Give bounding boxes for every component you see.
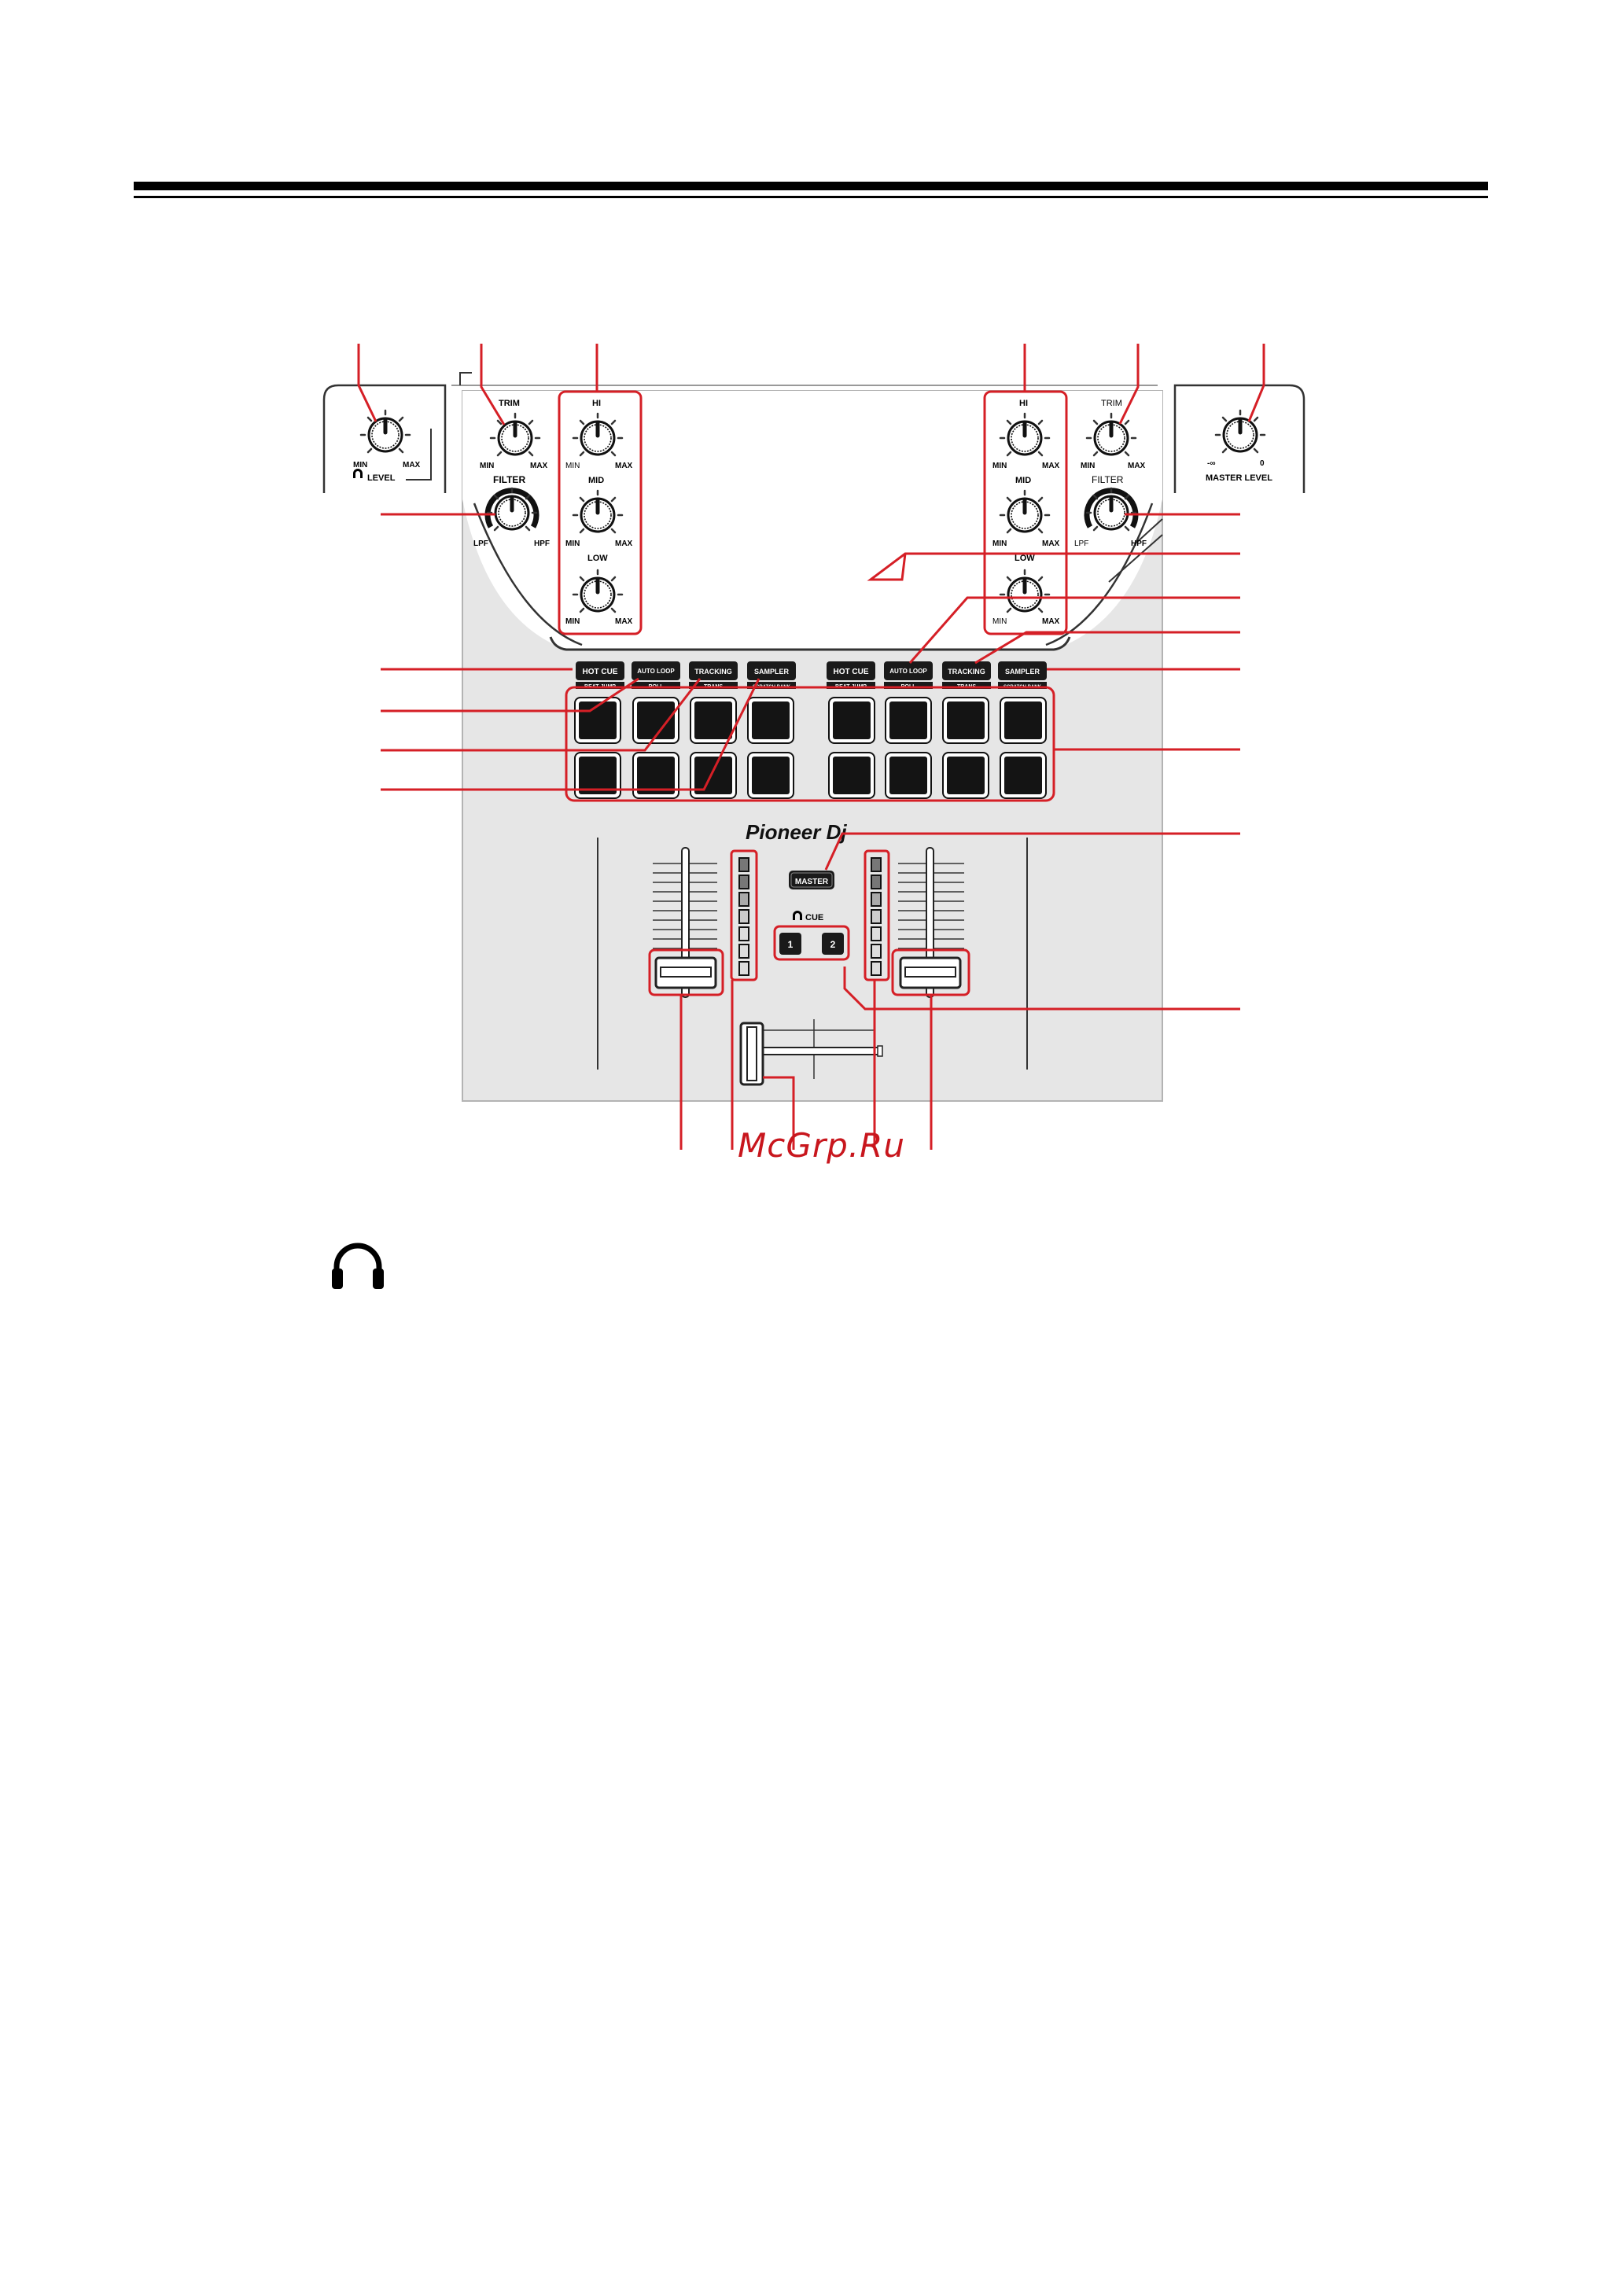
master-level-label: MASTER LEVEL bbox=[1206, 473, 1272, 483]
trim-label-right: TRIM bbox=[1101, 399, 1122, 408]
mid-label-left: MID bbox=[588, 476, 604, 485]
master-level-knob[interactable] bbox=[1216, 411, 1265, 452]
headphones-level-label: LEVEL bbox=[367, 473, 396, 483]
filter-hpf-left: HPF bbox=[534, 539, 550, 548]
performance-pad[interactable] bbox=[632, 752, 679, 799]
filter-label-right: FILTER bbox=[1092, 474, 1124, 485]
performance-pad[interactable] bbox=[1000, 697, 1047, 744]
sampler-button-right[interactable]: SAMPLER SCRATCH BANK bbox=[998, 661, 1047, 690]
master-cue-button[interactable]: MASTER bbox=[789, 871, 834, 889]
tracking-text-left: TRACKING bbox=[694, 668, 732, 676]
svg-text:MIN: MIN bbox=[353, 461, 367, 469]
level-meter-right bbox=[871, 857, 882, 976]
hot-cue-button-right[interactable]: HOT CUE BEAT JUMP bbox=[827, 661, 875, 690]
performance-pad[interactable] bbox=[1000, 752, 1047, 799]
headphones-level-knob[interactable] bbox=[361, 411, 410, 452]
mid-min-right: MIN bbox=[992, 539, 1007, 548]
performance-pad[interactable] bbox=[574, 752, 621, 799]
performance-pad[interactable] bbox=[885, 697, 932, 744]
pioneer-dj-logo: Pioneer Dj bbox=[746, 820, 847, 844]
low-label-right: LOW bbox=[1015, 554, 1035, 563]
auto-loop-text-right: AUTO LOOP bbox=[889, 668, 927, 675]
cue-2-text: 2 bbox=[830, 939, 836, 950]
master-text: MASTER bbox=[795, 878, 829, 886]
hi-label-right: HI bbox=[1019, 399, 1028, 408]
mid-label-right: MID bbox=[1015, 476, 1031, 485]
hi-min-left: MIN bbox=[565, 462, 580, 470]
svg-text:MAX: MAX bbox=[403, 461, 421, 469]
low-min-left: MIN bbox=[565, 617, 580, 626]
trim-min-right: MIN bbox=[1081, 462, 1095, 470]
level-meter-left bbox=[738, 857, 749, 976]
trim-max-right: MAX bbox=[1128, 462, 1146, 470]
hi-min-right: MIN bbox=[992, 462, 1007, 470]
performance-pad[interactable] bbox=[747, 752, 794, 799]
performance-pad[interactable] bbox=[885, 752, 932, 799]
header-rule-thick bbox=[134, 182, 1488, 190]
filter-hpf-right: HPF bbox=[1131, 539, 1147, 548]
filter-label-left: FILTER bbox=[493, 474, 525, 485]
mid-max-right: MAX bbox=[1042, 539, 1060, 548]
performance-pad[interactable] bbox=[942, 697, 989, 744]
performance-pad[interactable] bbox=[690, 752, 737, 799]
sampler-text-left: SAMPLER bbox=[754, 668, 790, 676]
hi-label-left: HI bbox=[592, 399, 601, 408]
tracking-button-left[interactable]: TRACKING TRANS bbox=[689, 661, 738, 690]
controller-body bbox=[322, 372, 1305, 1102]
low-min-right: MIN bbox=[992, 617, 1007, 626]
hi-max-left: MAX bbox=[615, 462, 633, 470]
master-level-min: -∞ bbox=[1207, 459, 1215, 468]
trim-min-left: MIN bbox=[480, 462, 494, 470]
low-max-right: MAX bbox=[1042, 617, 1060, 626]
hi-max-right: MAX bbox=[1042, 462, 1060, 470]
mid-min-left: MIN bbox=[565, 539, 580, 548]
sampler-text-right: SAMPLER bbox=[1005, 668, 1040, 676]
performance-pad[interactable] bbox=[828, 697, 875, 744]
auto-loop-text-left: AUTO LOOP bbox=[637, 668, 675, 675]
hot-cue-text-right: HOT CUE bbox=[834, 668, 869, 676]
low-label-left: LOW bbox=[587, 554, 608, 563]
trim-label-left: TRIM bbox=[499, 399, 520, 408]
cue-text: CUE bbox=[805, 913, 823, 922]
crossfader[interactable] bbox=[739, 1019, 883, 1086]
master-level-max: 0 bbox=[1260, 459, 1265, 468]
channel-fader-left[interactable] bbox=[653, 847, 717, 998]
filter-lpf-left: LPF bbox=[473, 539, 488, 548]
watermark-text: McGrp.Ru bbox=[738, 1126, 905, 1165]
auto-loop-button-right[interactable]: AUTO LOOP ROLL bbox=[884, 661, 933, 690]
hot-cue-text-left: HOT CUE bbox=[583, 668, 618, 676]
filter-lpf-right: LPF bbox=[1074, 539, 1088, 548]
channel-fader-right[interactable] bbox=[898, 847, 964, 998]
tracking-text-right: TRACKING bbox=[948, 668, 985, 676]
tracking-button-right[interactable]: TRACKING TRANS bbox=[942, 661, 991, 690]
mid-max-left: MAX bbox=[615, 539, 633, 548]
performance-pad[interactable] bbox=[747, 697, 794, 744]
cue-button-1[interactable]: 1 bbox=[779, 933, 801, 955]
callouts bbox=[357, 344, 1265, 1150]
performance-pad[interactable] bbox=[828, 752, 875, 799]
trim-max-left: MAX bbox=[530, 462, 548, 470]
auto-loop-button-left[interactable]: AUTO LOOP ROLL bbox=[632, 661, 680, 690]
cue-1-text: 1 bbox=[788, 939, 794, 950]
performance-pad[interactable] bbox=[942, 752, 989, 799]
headphones-icon bbox=[332, 1243, 384, 1289]
header-rule-thin bbox=[134, 196, 1488, 198]
low-max-left: MAX bbox=[615, 617, 633, 626]
cue-label: CUE bbox=[793, 911, 823, 922]
cue-button-2[interactable]: 2 bbox=[822, 933, 844, 955]
hot-cue-button-left[interactable]: HOT CUE BEAT JUMP bbox=[576, 661, 624, 690]
